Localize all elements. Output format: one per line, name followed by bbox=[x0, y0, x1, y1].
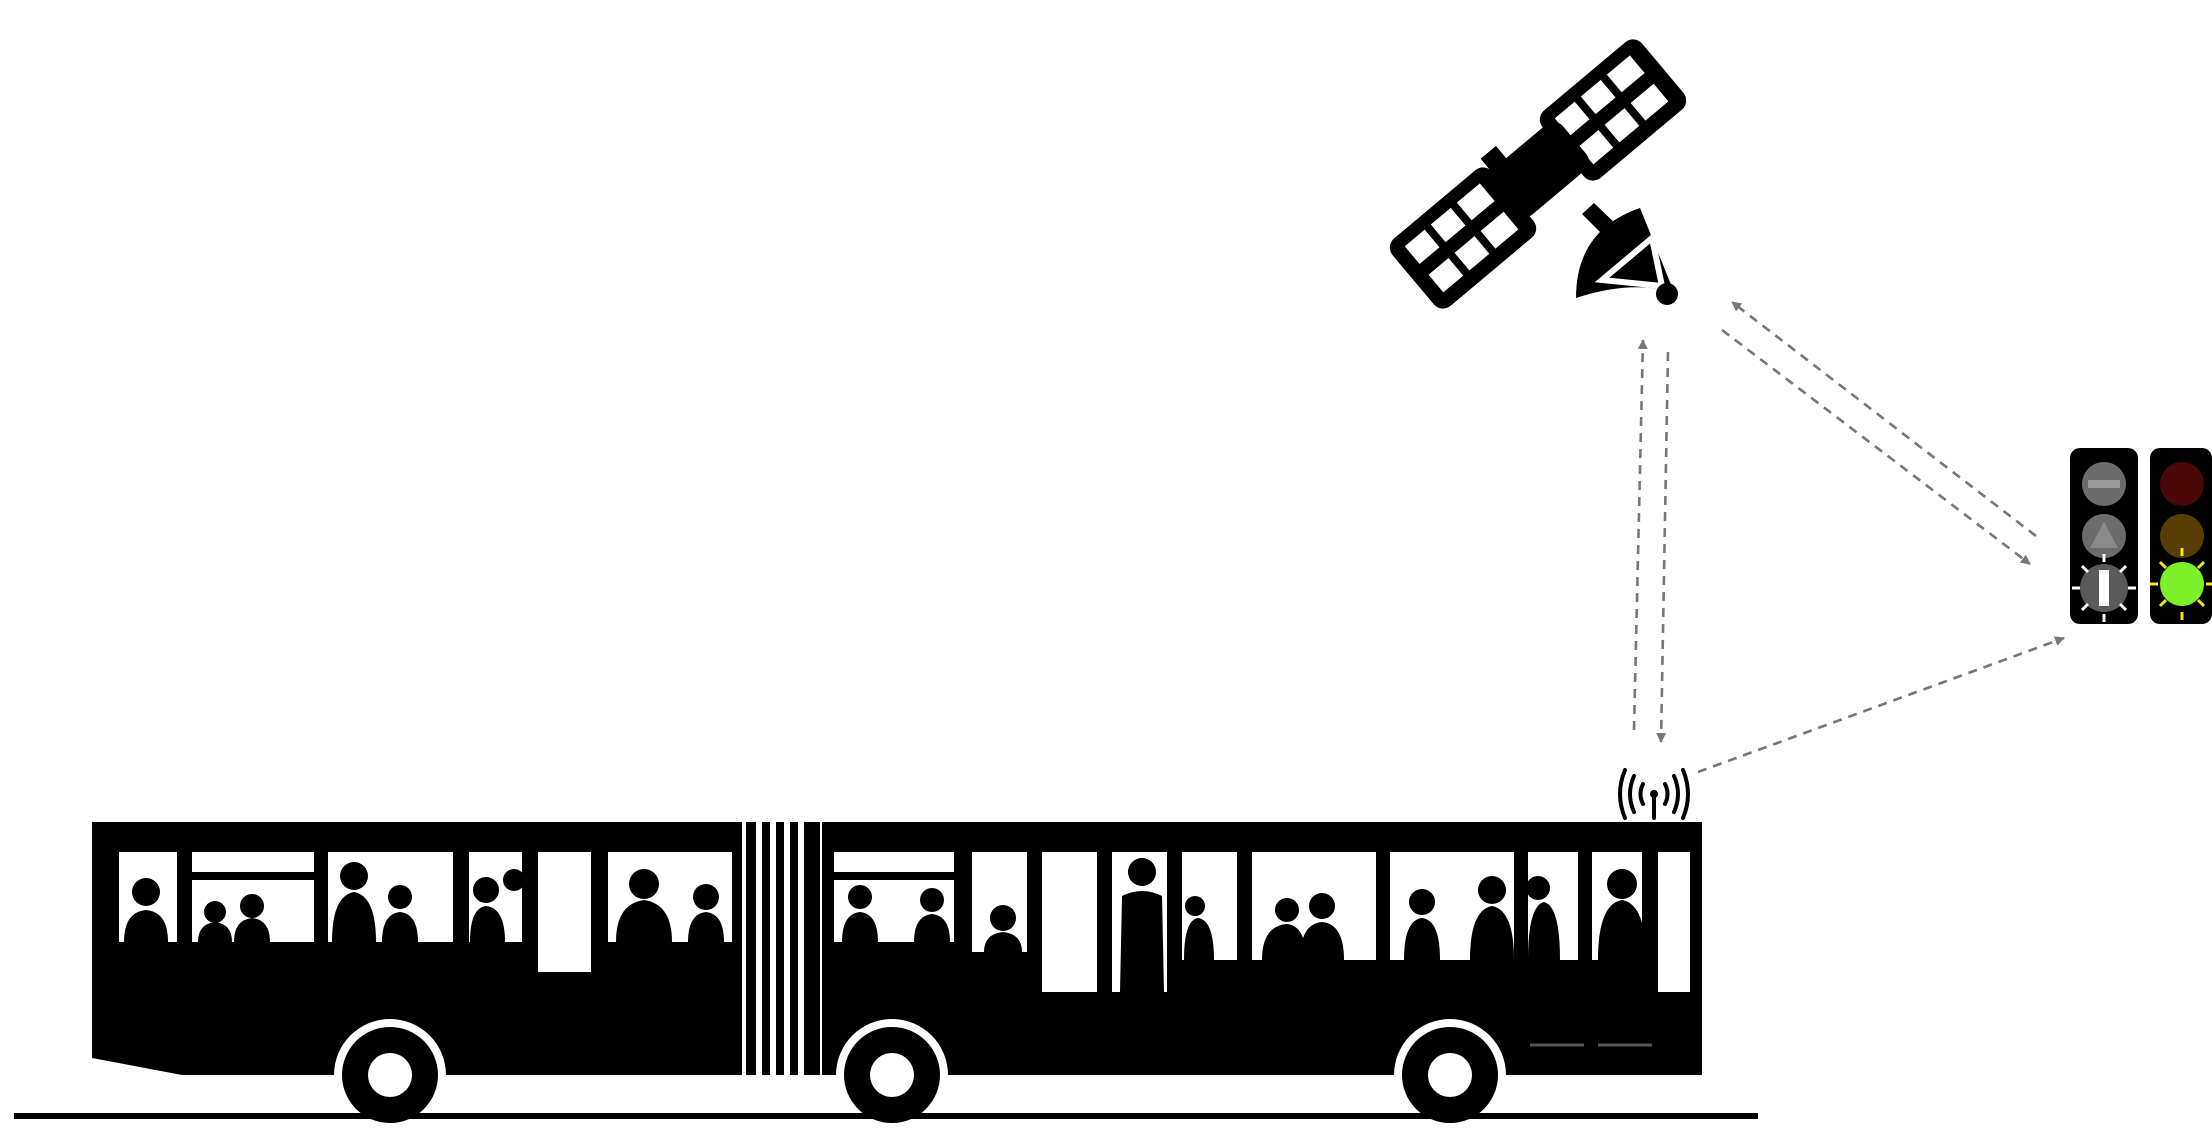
transit-priority-signal bbox=[2070, 448, 2138, 624]
link-satellite-to-signal bbox=[1722, 330, 2030, 564]
traffic-light-icon bbox=[2070, 448, 2212, 624]
articulated-bus-icon bbox=[92, 822, 1702, 1131]
broadcast-antenna-icon bbox=[1620, 770, 1688, 818]
road-line bbox=[14, 1113, 1758, 1119]
green-lamp bbox=[2160, 562, 2204, 606]
vehicle-signal bbox=[2150, 448, 2212, 624]
link-antenna-to-signal bbox=[1698, 638, 2064, 772]
link-satellite-to-antenna bbox=[1661, 352, 1668, 742]
red-lamp bbox=[2160, 462, 2204, 506]
link-signal-to-satellite bbox=[1732, 302, 2036, 536]
link-antenna-to-satellite bbox=[1634, 340, 1643, 730]
communication-links bbox=[1634, 302, 2064, 772]
satellite-icon bbox=[1385, 35, 1691, 314]
